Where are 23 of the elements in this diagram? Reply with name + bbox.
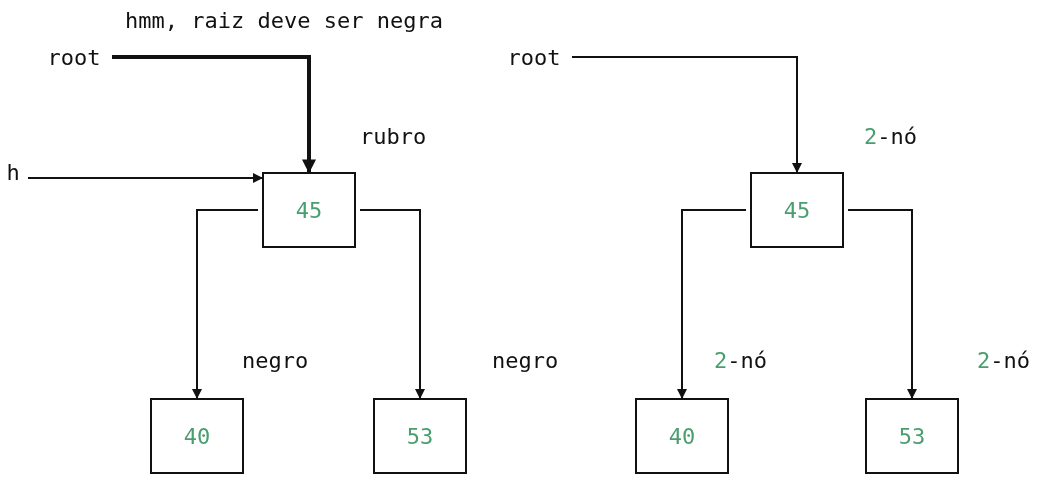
- arrow: [571, 56, 802, 173]
- node-key: 40: [668, 423, 696, 449]
- node-key: 45: [783, 197, 811, 223]
- node-key: 53: [406, 423, 434, 449]
- color-label: 2-nó: [977, 348, 1030, 373]
- node-key: 40: [183, 423, 211, 449]
- color-label: negro: [242, 348, 309, 373]
- color-label: 2-nó: [864, 124, 917, 149]
- node-text: root: [40, 43, 108, 71]
- arrow: [359, 209, 425, 399]
- node-key: 53: [898, 423, 926, 449]
- arrow: [847, 209, 917, 399]
- node-key: 45: [295, 197, 323, 223]
- node-text: root: [500, 43, 568, 71]
- note-text: hmm, raiz deve ser negra: [125, 8, 443, 33]
- arrow: [112, 55, 316, 174]
- color-label: 2-nó: [714, 348, 767, 373]
- arrow: [192, 209, 259, 399]
- color-label: negro: [492, 348, 559, 373]
- color-label: rubro: [360, 124, 427, 149]
- node-text: h: [2, 158, 24, 186]
- arrow: [27, 173, 263, 183]
- arrow: [677, 209, 747, 399]
